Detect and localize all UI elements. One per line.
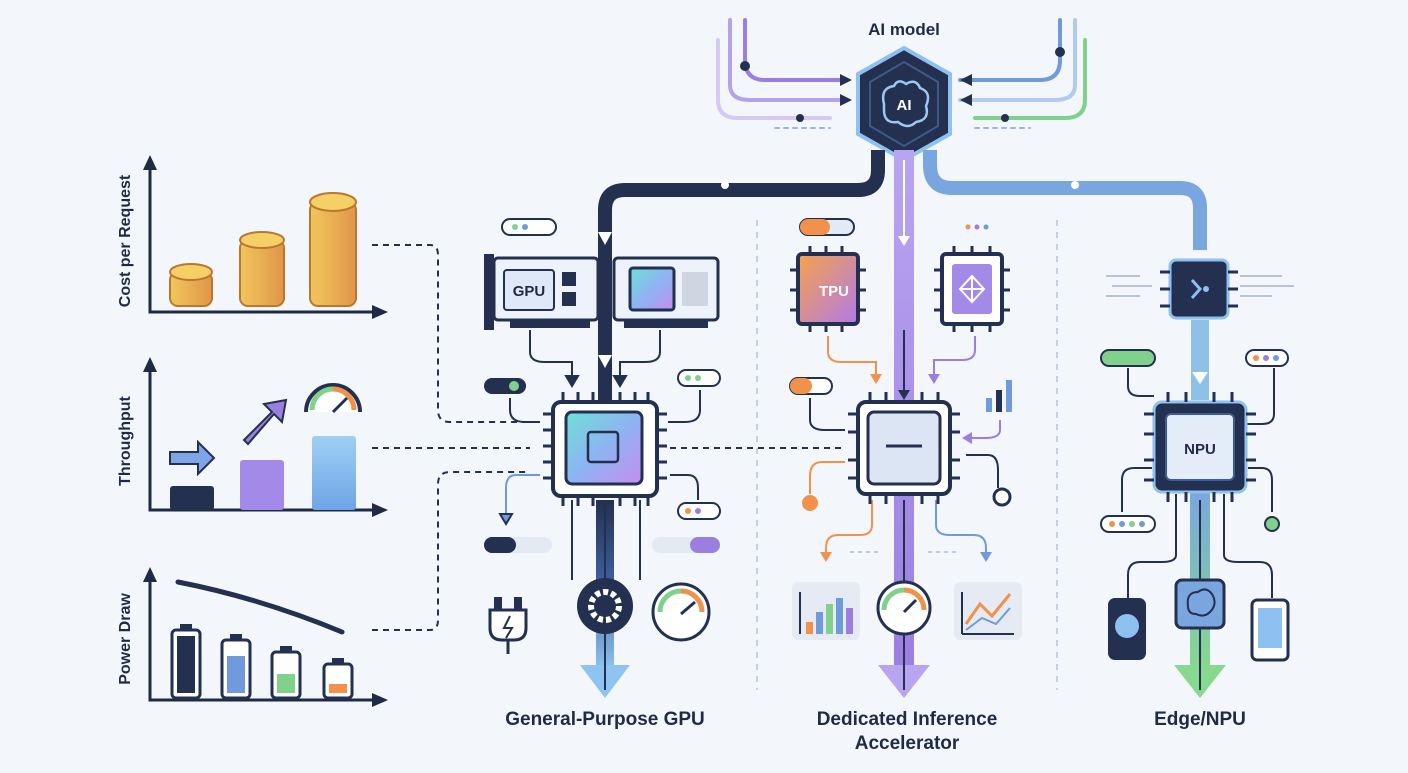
tpu-chip-label: TPU xyxy=(819,283,849,300)
column-title-accelerator: Dedicated Inference Accelerator xyxy=(816,709,998,754)
coin-stack-icon xyxy=(169,192,357,307)
gpu-card-left: GPU xyxy=(484,254,600,330)
column-title-gpu: General-Purpose GPU xyxy=(505,709,705,730)
brain-chip-icon xyxy=(1174,578,1226,630)
power-chart xyxy=(143,471,530,707)
network-icon xyxy=(958,274,986,304)
brain-icon xyxy=(881,80,930,128)
edge-side-lines xyxy=(1106,275,1294,297)
toggle-pills-accel xyxy=(789,218,989,395)
axis-label-power: Power Draw xyxy=(117,593,134,685)
plug-icon xyxy=(488,597,528,654)
npu-chip: NPU xyxy=(1144,392,1256,502)
gpu-card-right xyxy=(612,256,720,328)
bar-chart-icon-bottom xyxy=(792,582,860,640)
accel-chip xyxy=(848,392,960,504)
column-title-edge: Edge/NPU xyxy=(1154,709,1246,730)
accel-connectors xyxy=(809,336,1001,562)
gpu-chip-label: GPU xyxy=(513,283,546,300)
gpu-chip xyxy=(543,392,667,506)
ai-model-node: AI xyxy=(856,45,952,163)
edge-connectors xyxy=(1121,368,1275,598)
tpu-chip: TPU xyxy=(790,246,866,332)
bar-chart-icon xyxy=(986,380,1012,412)
tablet-icon xyxy=(1250,598,1290,662)
toggle-pills-gpu xyxy=(484,218,721,553)
battery-icon xyxy=(170,624,354,700)
network-chip xyxy=(934,246,1010,332)
input-flows-left xyxy=(716,18,852,129)
gauge-icon-gpu xyxy=(651,582,711,642)
ai-badge: AI xyxy=(897,97,912,114)
gpu-connectors xyxy=(498,330,701,580)
ai-model-label: AI model xyxy=(868,20,940,39)
toggle-pills-edge xyxy=(1100,349,1289,533)
npu-chip-label: NPU xyxy=(1184,441,1216,458)
smartphone-icon xyxy=(1108,598,1146,660)
status-dot-orange xyxy=(802,495,818,511)
status-dot-ring xyxy=(992,487,1012,507)
arrow-icon xyxy=(169,398,288,477)
edge-router-chip xyxy=(1160,258,1238,320)
input-flows-right xyxy=(958,18,1087,129)
cost-chart xyxy=(143,155,530,423)
gauge-icon xyxy=(304,383,362,414)
throughput-chart xyxy=(143,357,845,517)
line-chart-icon xyxy=(954,582,1022,640)
edge-arrow xyxy=(1192,372,1208,384)
gear-icon xyxy=(577,578,633,634)
gauge-icon-accel xyxy=(876,580,932,636)
